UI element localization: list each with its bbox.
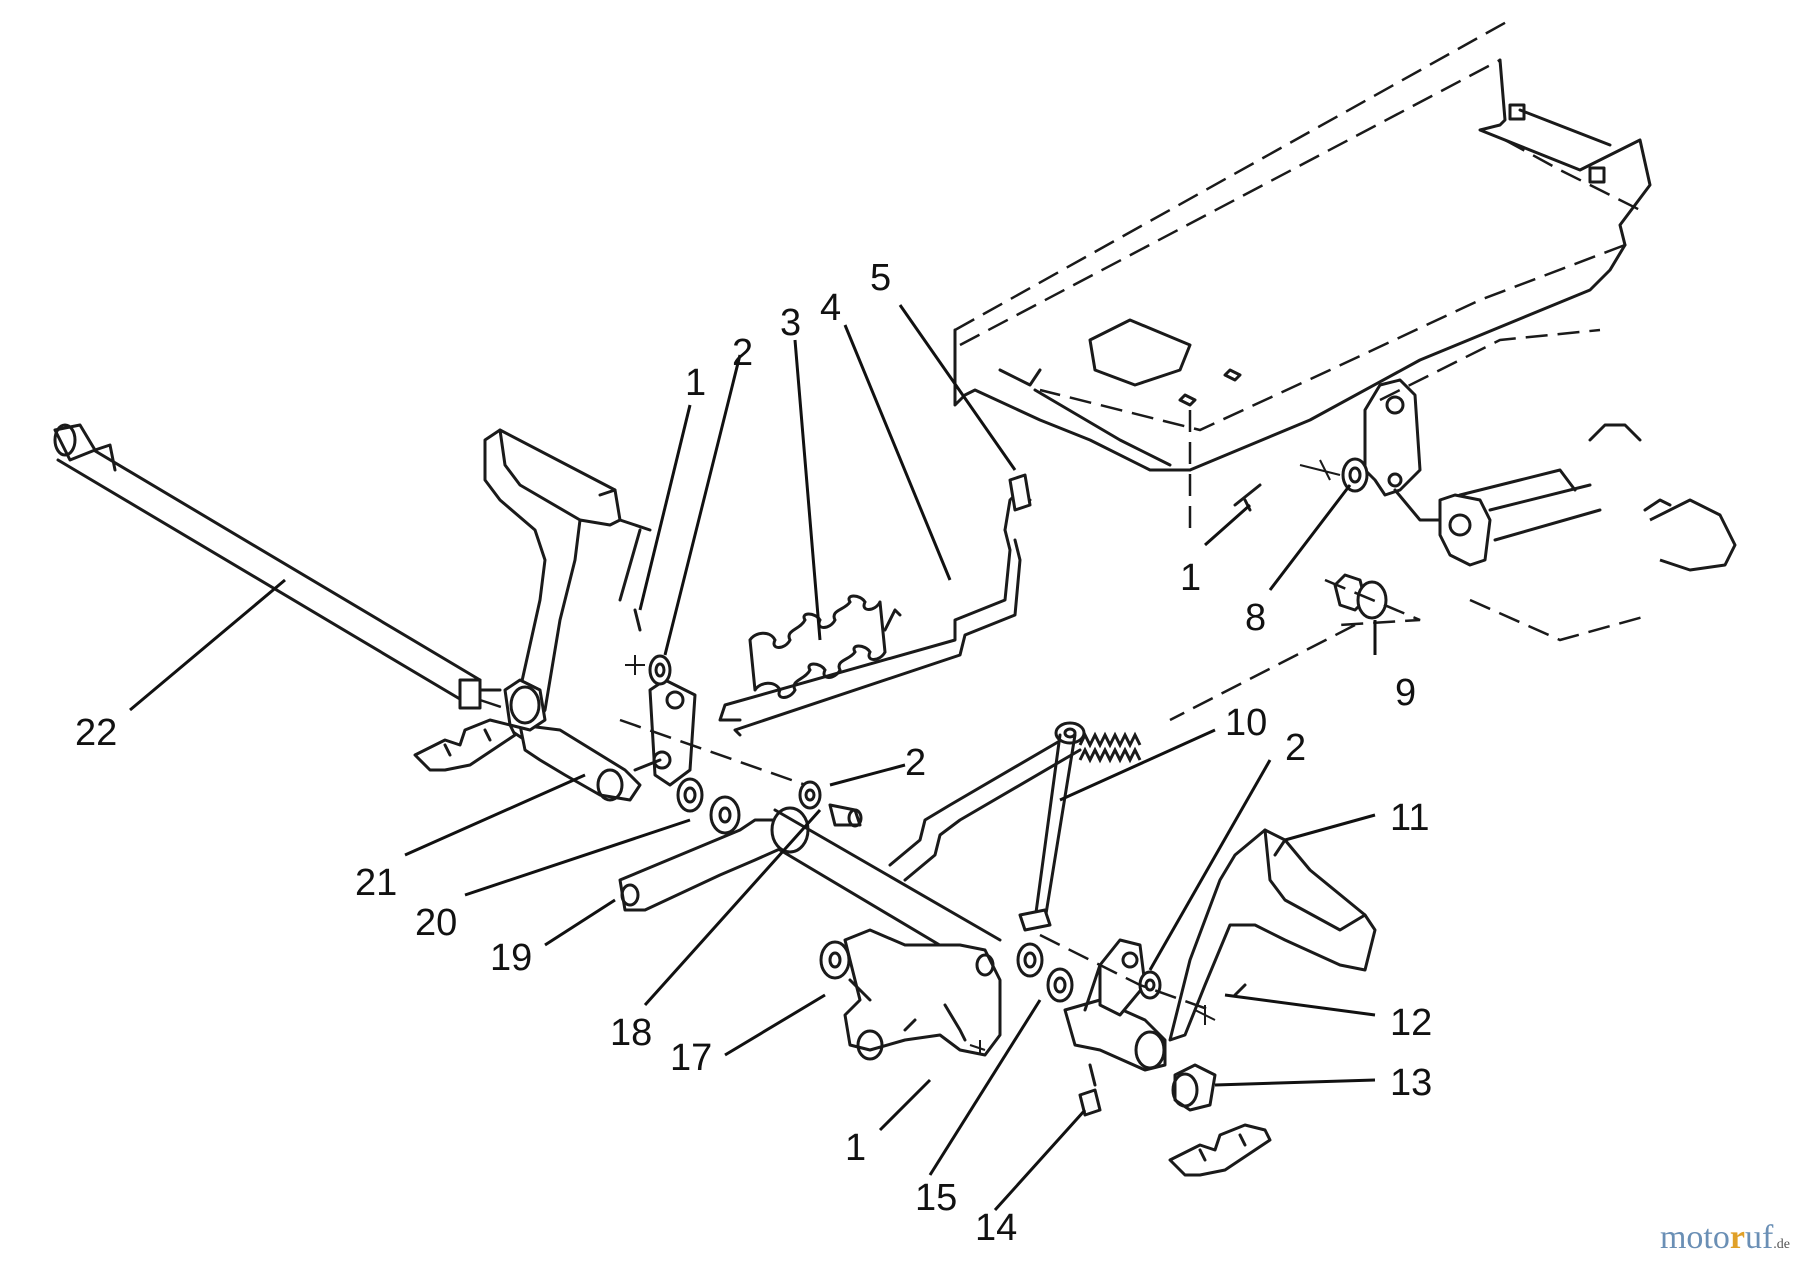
watermark-logo: motoruf.de (1660, 1219, 1790, 1257)
label-8: 8 (1245, 597, 1266, 639)
leader-lines (129, 304, 1377, 1212)
label-2-right: 2 (1285, 727, 1306, 769)
right-pedal-arm (1016, 828, 1377, 1117)
label-17: 17 (670, 1037, 712, 1079)
label-10: 10 (1225, 702, 1267, 744)
label-1-lower: 1 (845, 1127, 866, 1169)
label-18: 18 (610, 1012, 652, 1054)
label-2-center: 2 (905, 742, 926, 784)
rod-4-5 (718, 473, 1032, 737)
watermark-part-3: uf (1744, 1219, 1774, 1256)
watermark-part-4: .de (1773, 1237, 1790, 1252)
part-labels: 22 1 2 3 4 5 1 8 9 10 2 2 11 21 20 19 18… (75, 257, 1432, 1249)
spring-3 (748, 594, 902, 699)
fastener-parts-left (619, 608, 821, 792)
label-14: 14 (975, 1207, 1017, 1249)
rod-22 (53, 423, 511, 712)
label-1-upper-left: 1 (685, 362, 706, 404)
label-13: 13 (1390, 1062, 1432, 1104)
frame-housing (953, 18, 1652, 530)
label-5: 5 (870, 257, 891, 299)
label-22: 22 (75, 712, 117, 754)
pivot-bracket (1363, 328, 1737, 642)
label-3: 3 (780, 302, 801, 344)
label-9: 9 (1395, 672, 1416, 714)
label-1-upper-right: 1 (1180, 557, 1201, 599)
left-pedal-arm (483, 428, 697, 802)
label-11: 11 (1390, 797, 1429, 839)
label-19: 19 (490, 937, 532, 979)
clamp-right (1168, 1123, 1272, 1177)
watermark-part-2: r (1729, 1219, 1745, 1256)
fastener-parts-upper (1169, 457, 1421, 722)
label-21: 21 (355, 862, 397, 904)
label-12: 12 (1390, 1002, 1432, 1044)
clamp-left (413, 718, 517, 772)
label-15: 15 (915, 1177, 957, 1219)
vertical-link-spring (1018, 721, 1142, 932)
washers-pins-center (676, 777, 863, 835)
label-4: 4 (820, 287, 841, 329)
watermark-part-1: moto (1659, 1219, 1730, 1256)
label-20: 20 (415, 902, 457, 944)
lower-cross-shaft (618, 733, 1082, 1061)
label-2-upper-left: 2 (732, 332, 753, 374)
